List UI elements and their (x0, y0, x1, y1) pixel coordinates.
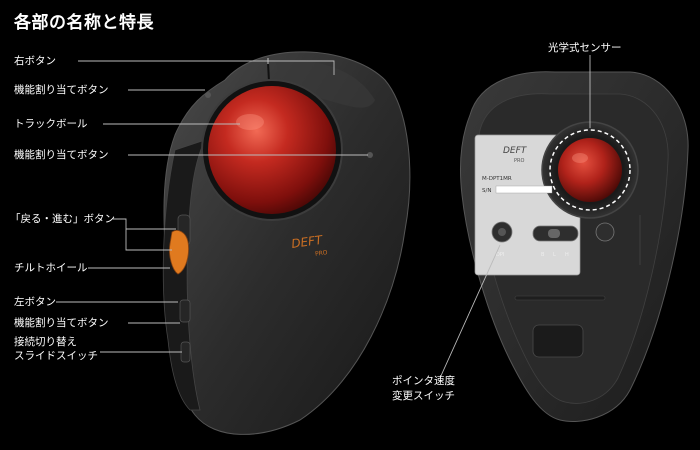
label-pointer-speed-2: 変更スイッチ (392, 390, 455, 402)
label-function-button-2: 機能割り当てボタン (14, 149, 109, 161)
optical-sensor-marker (549, 129, 631, 211)
label-back-forward-button: 「戻る・進む」ボタン (10, 213, 115, 225)
label-trackball: トラックボール (14, 118, 88, 130)
svg-text:PRO: PRO (514, 158, 524, 164)
svg-text:L: L (553, 252, 556, 258)
svg-text:M-DPT1MR: M-DPT1MR (482, 176, 512, 182)
svg-text:H: H (565, 252, 569, 258)
mouse-bottom-view (459, 71, 689, 422)
svg-text:DEFT: DEFT (503, 146, 528, 156)
trackball-top (208, 86, 336, 214)
label-function-button-1: 機能割り当てボタン (14, 84, 109, 96)
trackball-bottom (558, 138, 622, 202)
label-function-button-3: 機能割り当てボタン (14, 317, 109, 329)
bottom-label-text: DEFT PRO M-DPT1MR S/N DPI B L H (482, 146, 569, 258)
label-optical-sensor: 光学式センサー (548, 42, 622, 54)
label-connection-switch-2: スライドスイッチ (14, 350, 98, 362)
label-connection-switch-1: 接続切り替え (14, 336, 77, 348)
label-pointer-speed-1: ポインタ速度 (392, 375, 455, 387)
page-title: 各部の名称と特長 (14, 13, 154, 33)
svg-text:DEFT: DEFT (290, 233, 324, 251)
svg-text:S/N: S/N (482, 188, 491, 194)
svg-text:DPI: DPI (496, 252, 504, 258)
deft-logo-top: DEFT PRO (290, 233, 329, 258)
svg-text:B: B (541, 252, 545, 258)
svg-text:PRO: PRO (315, 249, 329, 258)
label-left-button: 左ボタン (14, 296, 56, 308)
leader-lines (56, 55, 591, 379)
label-right-button: 右ボタン (14, 55, 56, 67)
label-tilt-wheel: チルトホイール (14, 262, 88, 274)
pairing-button (595, 222, 615, 242)
mouse-top-view (162, 51, 411, 435)
battery-cover (532, 324, 584, 358)
